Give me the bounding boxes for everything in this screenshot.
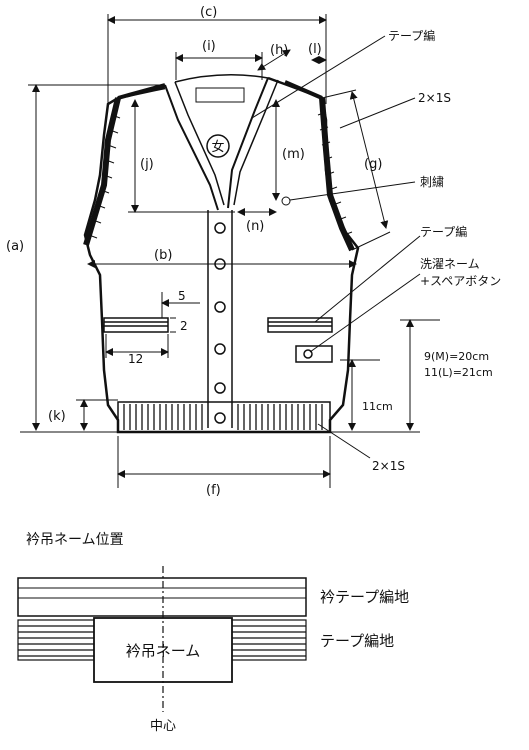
left-pocket — [103, 317, 169, 333]
label-l: (l) — [308, 42, 322, 57]
measure-hem: 11cm — [362, 400, 393, 413]
label-b: (b) — [154, 248, 172, 263]
right-pocket — [267, 317, 333, 333]
label-i: (i) — [202, 39, 216, 54]
collar-tape-label: 衿テープ編地 — [320, 588, 409, 606]
pocket-width: 12 — [128, 352, 143, 366]
center-label: 中心 — [150, 719, 176, 734]
svg-text:女: 女 — [211, 139, 224, 155]
label-a: (a) — [6, 239, 24, 254]
callout-leaders — [251, 35, 421, 459]
label-n: (n) — [246, 219, 264, 234]
callout-embroidery: 刺繍 — [420, 175, 444, 189]
label-k: (k) — [48, 409, 66, 424]
armhole-rib-texture — [88, 111, 353, 239]
tape-fabric-label: テープ編地 — [320, 632, 394, 650]
label-f: (f) — [206, 483, 221, 498]
callout-care-label-1: 洗濯ネーム — [420, 257, 480, 271]
callout-tape-knit-top: テープ編 — [388, 28, 435, 43]
callout-rib-top: 2×1S — [418, 91, 451, 105]
measure-size-m: 9(M)=20cm — [424, 350, 489, 363]
pocket-height: 2 — [180, 319, 188, 333]
emblem: 女 — [206, 134, 230, 158]
pocket-offset: 5 — [178, 289, 186, 303]
vest-outline — [83, 74, 360, 434]
collar-tape-strip — [17, 577, 307, 617]
label-j: (j) — [140, 157, 154, 172]
callout-rib-bottom: 2×1S — [372, 459, 405, 473]
label-c: (c) — [200, 5, 217, 20]
label-m: (m) — [282, 147, 305, 162]
label-g: (g) — [364, 157, 382, 172]
callout-tape-knit-side: テープ編 — [420, 224, 467, 239]
label-detail-title: 衿吊ネーム位置 — [26, 532, 124, 548]
measure-size-l: 11(L)=21cm — [424, 366, 493, 379]
dim-h-line — [257, 49, 291, 71]
hem-rib-texture — [123, 404, 323, 430]
dim-g-line — [349, 91, 389, 229]
care-label — [295, 345, 333, 363]
placket-buttons — [214, 222, 226, 424]
label-h: (h) — [270, 43, 288, 58]
callout-care-label-2: +スペアボタン — [420, 274, 501, 288]
